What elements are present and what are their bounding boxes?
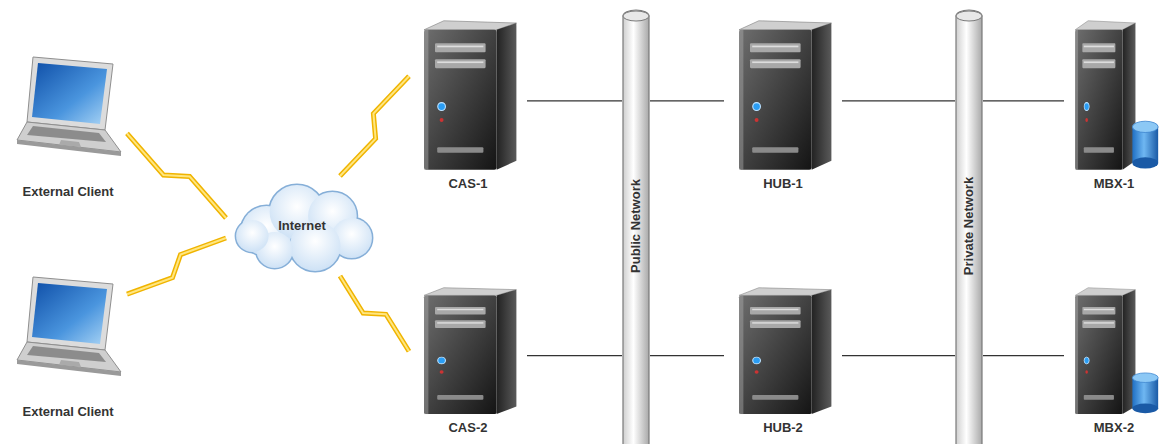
bus-label: Public Network xyxy=(628,179,644,273)
internet-cloud: Internet xyxy=(226,176,378,276)
server-node: CAS-2 xyxy=(409,282,527,436)
node-label: CAS-2 xyxy=(409,420,527,436)
network-link xyxy=(527,355,622,356)
node-label: HUB-1 xyxy=(724,176,842,192)
server-node: CAS-1 xyxy=(409,14,527,192)
laptop-icon xyxy=(13,52,123,172)
server-node: HUB-2 xyxy=(724,282,842,436)
node-label: External Client xyxy=(9,404,127,420)
mailbox-server-icon xyxy=(1068,14,1160,172)
wireless-link xyxy=(340,276,409,351)
server-node: MBX-2 xyxy=(1064,282,1164,436)
wireless-link xyxy=(127,133,226,218)
server-icon xyxy=(728,282,838,416)
network-link xyxy=(842,355,955,356)
server-icon xyxy=(413,282,523,416)
wireless-link xyxy=(340,76,409,176)
client-node: External Client xyxy=(9,52,127,200)
network-link xyxy=(650,100,724,101)
network-link xyxy=(527,100,622,101)
node-label: HUB-2 xyxy=(724,420,842,436)
server-node: HUB-1 xyxy=(724,14,842,192)
laptop-icon xyxy=(13,272,123,392)
client-node: External Client xyxy=(9,272,127,420)
network-link xyxy=(983,100,1064,101)
server-node: MBX-1 xyxy=(1064,14,1164,192)
network-link xyxy=(650,355,724,356)
bus-label: Private Network xyxy=(961,177,977,275)
network-bus: Private Network xyxy=(955,8,983,444)
server-icon xyxy=(413,14,523,172)
wireless-link xyxy=(127,238,226,294)
mailbox-server-icon xyxy=(1068,282,1160,416)
node-label: MBX-1 xyxy=(1064,176,1164,192)
server-icon xyxy=(728,14,838,172)
cloud-label: Internet xyxy=(278,218,326,234)
node-label: CAS-1 xyxy=(409,176,527,192)
network-link xyxy=(983,355,1064,356)
node-label: MBX-2 xyxy=(1064,420,1164,436)
network-link xyxy=(842,100,955,101)
node-label: External Client xyxy=(9,184,127,200)
network-bus: Public Network xyxy=(622,8,650,444)
